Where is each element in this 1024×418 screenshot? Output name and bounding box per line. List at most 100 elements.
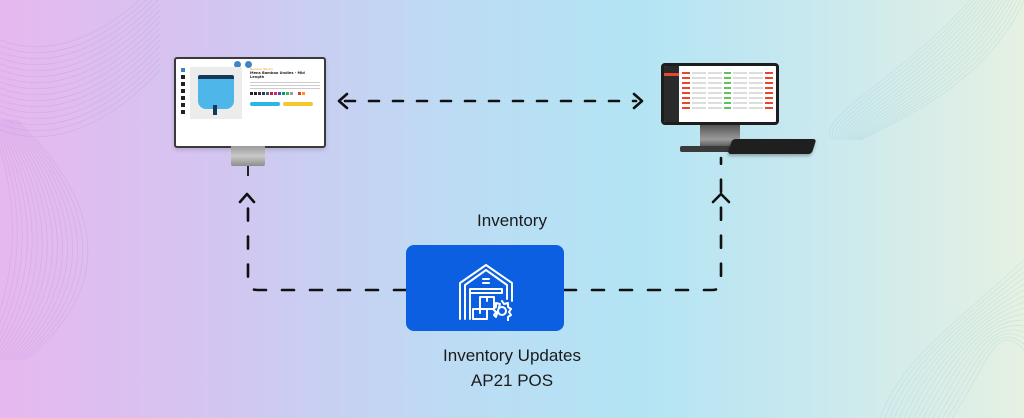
pos-cell [682,87,691,89]
pos-order-row [682,82,773,84]
product-title: Mens Bamboo Undies - Mid Length [250,71,305,80]
product-buttons [250,101,320,106]
pos-cell [708,102,723,104]
pos-cell [732,87,747,89]
store-nav-tabs [234,61,252,68]
thumbnail [181,89,185,93]
pos-cell [692,102,707,104]
pos-cell [764,77,773,79]
divider [250,87,320,89]
color-swatch [270,91,273,95]
pos-cell [764,107,773,109]
color-swatch [274,91,277,95]
pos-cell [682,72,691,74]
arrowhead-right-icon [632,92,644,110]
pos-cell [764,82,773,84]
pos-cell [724,107,731,109]
pos-cell [708,87,723,89]
pos-cell [708,97,723,99]
inventory-to-pos-connector [562,156,723,292]
thumbnail [181,110,185,114]
pos-cell [682,92,691,94]
thumbnail [181,75,185,79]
pos-cell [692,82,707,84]
thumbnail [181,103,185,107]
pos-cell [732,82,747,84]
pos-order-row [682,72,773,74]
color-swatch [258,91,261,95]
pos-cell [724,72,731,74]
arrowhead-left-icon [337,92,349,110]
pos-cell [764,102,773,104]
pos-order-row [682,92,773,94]
color-swatch [254,91,257,95]
pos-cell [692,72,707,74]
thumbnail [181,96,185,100]
color-swatch [278,91,281,95]
divider [250,84,320,86]
pos-cell [732,107,747,109]
pos-order-row [682,102,773,104]
pos-cell [724,97,731,99]
pos-cell [708,77,723,79]
pos-cell [732,92,747,94]
color-swatch [294,91,297,95]
pos-sidebar [664,66,679,122]
pos-cell [748,92,763,94]
card-payment-terminal [727,139,817,154]
store-tab [234,61,241,68]
product-brand: Bamboo Basics [250,67,273,71]
thumbnail [181,68,185,72]
pos-cell [724,102,731,104]
monitor-cable [247,166,249,176]
color-swatch [290,91,293,95]
pos-cell [748,102,763,104]
pos-cell [732,77,747,79]
divider [250,81,320,83]
briefs-product-icon [198,75,234,109]
product-info: Bamboo Basics Mens Bamboo Undies - Mid L… [250,67,320,106]
pos-app [664,66,776,122]
color-swatch [286,91,289,95]
add-to-cart-button [250,101,280,106]
pos-order-row [682,107,773,109]
pos-cell [764,72,773,74]
caption-line-2: AP21 POS [470,371,554,390]
arrowhead-up-right-icon [711,192,731,204]
pos-terminal-screen [661,63,779,125]
pos-order-row [682,77,773,79]
pos-cell [732,102,747,104]
color-swatch [282,91,285,95]
pos-cell [748,87,763,89]
pos-cell [748,107,763,109]
pos-cell [682,77,691,79]
pos-cell [764,87,773,89]
pos-cell [764,97,773,99]
pos-cell [682,97,691,99]
arrowhead-up-left-icon [238,192,256,204]
thumbnail [181,82,185,86]
briefs-leg-detail [213,105,217,115]
pos-order-row [682,97,773,99]
color-swatch [262,91,265,95]
pos-order-row [682,87,773,89]
pos-cell [708,72,723,74]
caption-line-1: Inventory Updates [443,346,581,365]
color-swatch [250,91,253,95]
pos-cell [692,107,707,109]
inventory-label: Inventory [477,211,547,230]
product-thumbnails [181,68,185,114]
pos-cell [748,77,763,79]
pos-cell [692,97,707,99]
color-swatch [298,91,301,95]
pos-cell [692,77,707,79]
inventory-to-ecommerce-connector [246,196,408,292]
pos-cell [708,107,723,109]
pos-cell [724,87,731,89]
pos-cell [682,82,691,84]
pos-cell [732,72,747,74]
pos-cell [748,97,763,99]
store-tab [245,61,252,68]
